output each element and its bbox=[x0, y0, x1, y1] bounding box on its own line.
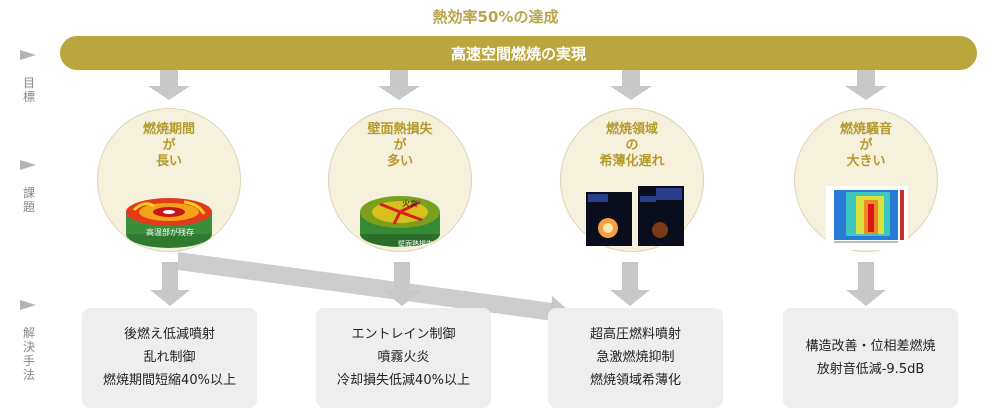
issue-title-4: 燃焼騒音 が 大きい bbox=[794, 122, 938, 170]
label-issue-text: 課題 bbox=[22, 186, 35, 214]
solution-2-line-1: エントレイン制御 bbox=[351, 327, 456, 342]
issue-title-4-line1: 燃焼騒音 bbox=[839, 122, 892, 137]
label-solution-text: 解決手法 bbox=[22, 326, 35, 382]
solution-box-3: 超高圧燃料噴射 急激燃焼抑制 燃焼領域希薄化 bbox=[548, 308, 723, 408]
noise-spectrum-image bbox=[826, 186, 908, 250]
solution-4-line-1: 構造改善・位相差燃焼 bbox=[805, 338, 936, 354]
issue-title-2-line2: が bbox=[393, 138, 407, 153]
issue-title-3-line2: の bbox=[625, 138, 639, 153]
solution-3-line-1: 超高圧燃料噴射 bbox=[589, 327, 681, 342]
issue-title-4-line2: が bbox=[859, 138, 873, 153]
image-caption-2b: 壁面熱損失 bbox=[398, 239, 433, 248]
label-goal-text: 目標 bbox=[22, 76, 35, 104]
solution-2-line-2: 噴霧火炎 bbox=[377, 350, 430, 365]
solution-box-1: 後燃え低減噴射 乱れ制御 燃焼期間短縮40%以上 bbox=[82, 308, 257, 408]
issue-title-3-line3: 希薄化遅れ bbox=[599, 154, 665, 169]
down-arrow-8 bbox=[846, 262, 886, 306]
down-arrow-1 bbox=[148, 70, 190, 100]
label-goal: 目標 bbox=[20, 50, 36, 104]
image-caption-2: 火炎 bbox=[402, 199, 418, 208]
goal-headline: 熱効率50%の達成 bbox=[432, 8, 559, 26]
combustion-chamber-image-1: 高温部が残存 bbox=[126, 198, 212, 248]
solution-2-line-3: 冷却損失低減40%以上 bbox=[337, 373, 470, 388]
down-arrow-4 bbox=[845, 70, 887, 100]
solution-1-line-1: 後燃え低減噴射 bbox=[123, 327, 215, 342]
down-arrow-2 bbox=[378, 70, 420, 100]
issue-title-1-line2: が bbox=[162, 138, 176, 153]
issue-title-2-line1: 壁面熱損失 bbox=[367, 122, 433, 137]
solution-1-line-3: 燃焼期間短縮40%以上 bbox=[103, 373, 236, 388]
solution-box-4: 構造改善・位相差燃焼 放射音低減-9.5dB bbox=[783, 308, 958, 408]
spray-flame-image-1 bbox=[586, 192, 632, 246]
label-issue: 課題 bbox=[20, 160, 36, 214]
combustion-chamber-image-2: 火炎 壁面熱損失 bbox=[360, 196, 440, 248]
solution-4-line-2: 放射音低減-9.5dB bbox=[816, 361, 925, 377]
issue-title-2: 壁面熱損失 が 多い bbox=[328, 122, 472, 170]
issue-title-3-line1: 燃焼領域 bbox=[605, 122, 658, 137]
diagonal-connector bbox=[178, 252, 560, 322]
label-issue-marker bbox=[20, 160, 36, 170]
label-solution-marker bbox=[20, 300, 36, 310]
issue-title-3: 燃焼領域 の 希薄化遅れ bbox=[560, 122, 704, 170]
issue-title-2-line3: 多い bbox=[386, 154, 413, 169]
down-arrow-3 bbox=[610, 70, 652, 100]
issue-title-1-line3: 長い bbox=[155, 154, 182, 169]
issue-title-1: 燃焼期間 が 長い bbox=[97, 122, 241, 170]
goal-banner: 高速空間燃焼の実現 bbox=[60, 36, 977, 70]
image-caption-1: 高温部が残存 bbox=[146, 227, 194, 237]
goal-banner-label: 高速空間燃焼の実現 bbox=[450, 44, 586, 63]
issue-title-4-line3: 大きい bbox=[846, 154, 886, 169]
solution-3-line-2: 急激燃焼抑制 bbox=[596, 350, 675, 365]
solution-3-line-3: 燃焼領域希薄化 bbox=[589, 373, 681, 388]
issue-title-1-line1: 燃焼期間 bbox=[142, 122, 195, 137]
solution-box-2: エントレイン制御 噴霧火炎 冷却損失低減40%以上 bbox=[316, 308, 491, 408]
spray-flame-image-2 bbox=[638, 186, 684, 246]
down-arrow-5 bbox=[150, 262, 190, 306]
down-arrow-7 bbox=[610, 262, 650, 306]
label-goal-marker bbox=[20, 50, 36, 60]
solution-1-line-2: 乱れ制御 bbox=[143, 350, 196, 365]
label-solution: 解決手法 bbox=[20, 300, 36, 382]
